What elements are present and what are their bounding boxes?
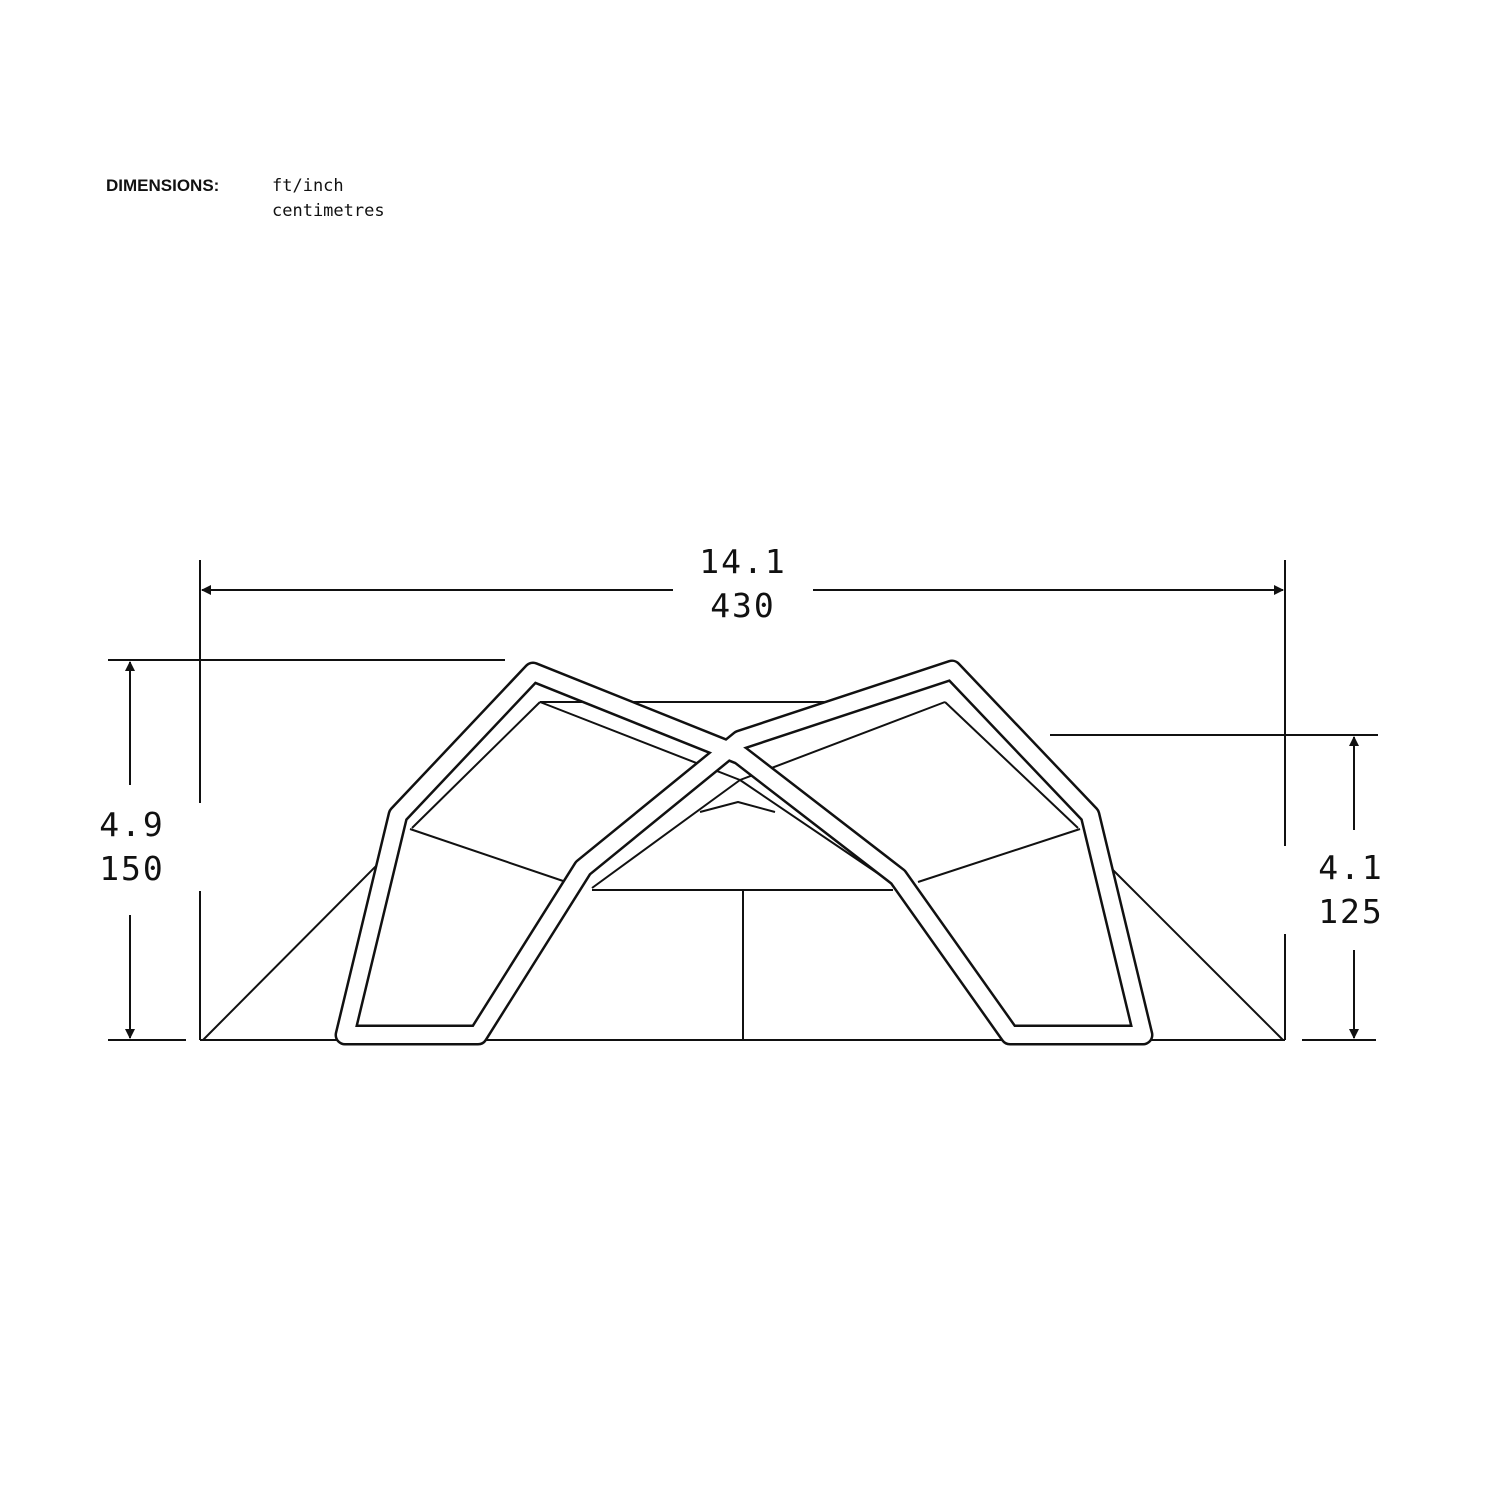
legend-unit-imperial: ft/inch [272,176,344,196]
roof-edge-right [944,701,1079,829]
length-metric: 430 [710,586,776,625]
air-beam-frame [334,659,1154,1046]
length-dimension: 14.1 430 [673,540,813,628]
inner-height-metric: 125 [1318,892,1384,931]
roof-edge-left [411,701,541,829]
arrows [125,585,1359,1039]
guy-line-left [202,856,386,1041]
height-metric: 150 [99,849,165,888]
inner-height-imperial: 4.1 [1318,848,1384,887]
inner-height-dimension: 4.1 125 [1281,846,1421,934]
guy-line-right [1102,859,1284,1041]
length-imperial: 14.1 [699,542,787,581]
legend-unit-metric: centimetres [272,201,385,221]
height-imperial: 4.9 [99,805,165,844]
dimension-lines [108,560,1378,1041]
panel-seam-right [917,828,1081,883]
legend-title: DIMENSIONS: [106,176,220,195]
panel-seam-left [409,828,573,885]
roof-seam-right [591,701,946,889]
height-dimension: 4.9 150 [62,803,202,891]
roof-vent [699,801,776,813]
